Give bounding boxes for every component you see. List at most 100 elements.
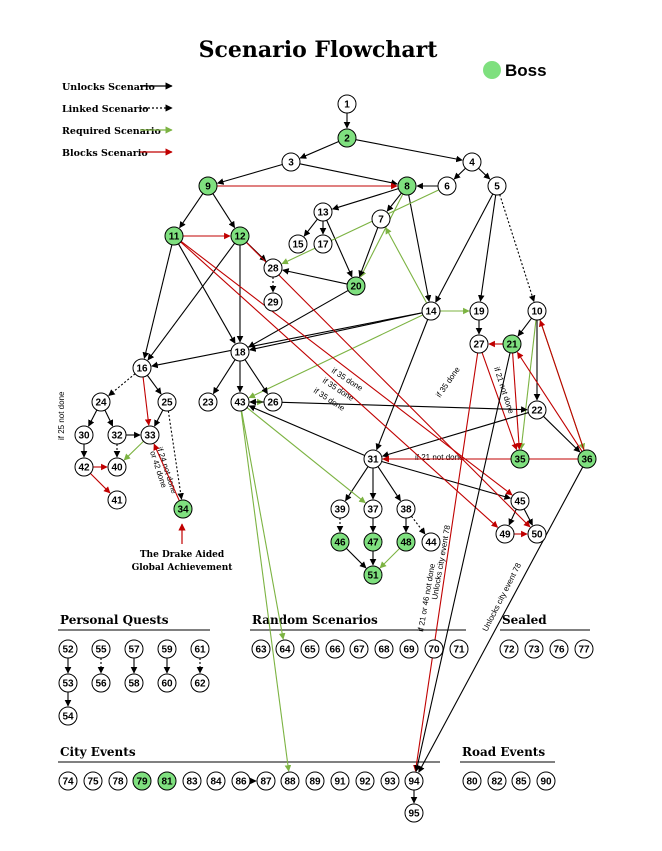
scenario-node-95[interactable]: 95 xyxy=(404,803,424,823)
scenario-node-75[interactable]: 75 xyxy=(83,771,103,791)
scenario-node-9[interactable]: 9 xyxy=(198,176,218,196)
scenario-node-64[interactable]: 64 xyxy=(275,639,295,659)
scenario-node-21[interactable]: 21 xyxy=(502,334,522,354)
scenario-node-73[interactable]: 73 xyxy=(524,639,544,659)
scenario-node-41[interactable]: 41 xyxy=(107,490,127,510)
scenario-node-31[interactable]: 31 xyxy=(363,449,383,469)
scenario-node-81[interactable]: 81 xyxy=(157,771,177,791)
scenario-node-56[interactable]: 56 xyxy=(91,673,111,693)
scenario-node-67[interactable]: 67 xyxy=(349,639,369,659)
scenario-node-57[interactable]: 57 xyxy=(124,639,144,659)
scenario-node-2[interactable]: 2 xyxy=(337,128,357,148)
scenario-node-35[interactable]: 35 xyxy=(510,449,530,469)
node-label: 12 xyxy=(234,232,246,243)
scenario-node-90[interactable]: 90 xyxy=(536,771,556,791)
scenario-node-83[interactable]: 83 xyxy=(182,771,202,791)
scenario-node-68[interactable]: 68 xyxy=(374,639,394,659)
scenario-node-51[interactable]: 51 xyxy=(363,565,383,585)
scenario-node-71[interactable]: 71 xyxy=(449,639,469,659)
scenario-node-54[interactable]: 54 xyxy=(58,706,78,726)
scenario-node-48[interactable]: 48 xyxy=(396,532,416,552)
scenario-node-7[interactable]: 7 xyxy=(371,209,391,229)
scenario-node-61[interactable]: 61 xyxy=(190,639,210,659)
scenario-node-23[interactable]: 23 xyxy=(198,392,218,412)
scenario-node-4[interactable]: 4 xyxy=(462,152,482,172)
scenario-node-10[interactable]: 10 xyxy=(527,301,547,321)
scenario-node-62[interactable]: 62 xyxy=(190,673,210,693)
scenario-node-52[interactable]: 52 xyxy=(58,639,78,659)
scenario-node-49[interactable]: 49 xyxy=(495,524,515,544)
scenario-node-79[interactable]: 79 xyxy=(132,771,152,791)
boss-node-circle xyxy=(337,128,357,148)
scenario-node-30[interactable]: 30 xyxy=(74,425,94,445)
scenario-node-92[interactable]: 92 xyxy=(355,771,375,791)
scenario-node-24[interactable]: 24 xyxy=(91,392,111,412)
scenario-node-55[interactable]: 55 xyxy=(91,639,111,659)
scenario-node-53[interactable]: 53 xyxy=(58,673,78,693)
scenario-node-60[interactable]: 60 xyxy=(157,673,177,693)
scenario-node-76[interactable]: 76 xyxy=(549,639,569,659)
scenario-node-38[interactable]: 38 xyxy=(396,499,416,519)
scenario-node-80[interactable]: 80 xyxy=(462,771,482,791)
scenario-node-22[interactable]: 22 xyxy=(527,400,547,420)
scenario-node-74[interactable]: 74 xyxy=(58,771,78,791)
scenario-node-26[interactable]: 26 xyxy=(263,392,283,412)
scenario-node-88[interactable]: 88 xyxy=(280,771,300,791)
scenario-node-39[interactable]: 39 xyxy=(330,499,350,519)
scenario-node-42[interactable]: 42 xyxy=(74,457,94,477)
scenario-node-28[interactable]: 28 xyxy=(263,258,283,278)
scenario-node-63[interactable]: 63 xyxy=(251,639,271,659)
scenario-node-84[interactable]: 84 xyxy=(206,771,226,791)
scenario-node-18[interactable]: 18 xyxy=(230,342,250,362)
scenario-node-78[interactable]: 78 xyxy=(108,771,128,791)
scenario-node-34[interactable]: 34 xyxy=(173,499,193,519)
edge-4-to-6 xyxy=(453,167,466,180)
node-label: 1 xyxy=(344,100,350,111)
scenario-node-50[interactable]: 50 xyxy=(527,524,547,544)
scenario-node-70[interactable]: 70 xyxy=(424,639,444,659)
node-label: 8 xyxy=(404,182,410,193)
scenario-node-29[interactable]: 29 xyxy=(263,292,283,312)
scenario-node-65[interactable]: 65 xyxy=(300,639,320,659)
scenario-node-27[interactable]: 27 xyxy=(469,334,489,354)
scenario-node-72[interactable]: 72 xyxy=(499,639,519,659)
scenario-node-8[interactable]: 8 xyxy=(397,176,417,196)
scenario-node-33[interactable]: 33 xyxy=(140,425,160,445)
scenario-node-6[interactable]: 6 xyxy=(437,176,457,196)
scenario-node-5[interactable]: 5 xyxy=(487,176,507,196)
scenario-node-45[interactable]: 45 xyxy=(510,491,530,511)
scenario-node-82[interactable]: 82 xyxy=(487,771,507,791)
scenario-node-16[interactable]: 16 xyxy=(132,358,152,378)
scenario-node-25[interactable]: 25 xyxy=(157,392,177,412)
scenario-node-15[interactable]: 15 xyxy=(288,234,308,254)
scenario-node-58[interactable]: 58 xyxy=(124,673,144,693)
scenario-node-89[interactable]: 89 xyxy=(305,771,325,791)
scenario-node-17[interactable]: 17 xyxy=(313,234,333,254)
scenario-node-86[interactable]: 86 xyxy=(231,771,251,791)
scenario-node-19[interactable]: 19 xyxy=(469,301,489,321)
scenario-node-59[interactable]: 59 xyxy=(157,639,177,659)
scenario-node-85[interactable]: 85 xyxy=(511,771,531,791)
scenario-node-36[interactable]: 36 xyxy=(577,449,597,469)
scenario-node-87[interactable]: 87 xyxy=(256,771,276,791)
scenario-node-91[interactable]: 91 xyxy=(330,771,350,791)
scenario-node-3[interactable]: 3 xyxy=(281,152,301,172)
scenario-node-32[interactable]: 32 xyxy=(107,425,127,445)
scenario-node-40[interactable]: 40 xyxy=(107,457,127,477)
scenario-node-14[interactable]: 14 xyxy=(421,301,441,321)
scenario-node-43[interactable]: 43 xyxy=(230,392,250,412)
scenario-node-12[interactable]: 12 xyxy=(230,226,250,246)
scenario-node-77[interactable]: 77 xyxy=(574,639,594,659)
scenario-node-44[interactable]: 44 xyxy=(421,532,441,552)
scenario-node-94[interactable]: 94 xyxy=(404,771,424,791)
scenario-node-13[interactable]: 13 xyxy=(313,202,333,222)
scenario-node-1[interactable]: 1 xyxy=(337,94,357,114)
scenario-node-11[interactable]: 11 xyxy=(164,226,184,246)
scenario-node-20[interactable]: 20 xyxy=(346,276,366,296)
scenario-node-46[interactable]: 46 xyxy=(330,532,350,552)
scenario-node-37[interactable]: 37 xyxy=(363,499,383,519)
scenario-node-47[interactable]: 47 xyxy=(363,532,383,552)
scenario-node-69[interactable]: 69 xyxy=(399,639,419,659)
scenario-node-66[interactable]: 66 xyxy=(325,639,345,659)
scenario-node-93[interactable]: 93 xyxy=(380,771,400,791)
